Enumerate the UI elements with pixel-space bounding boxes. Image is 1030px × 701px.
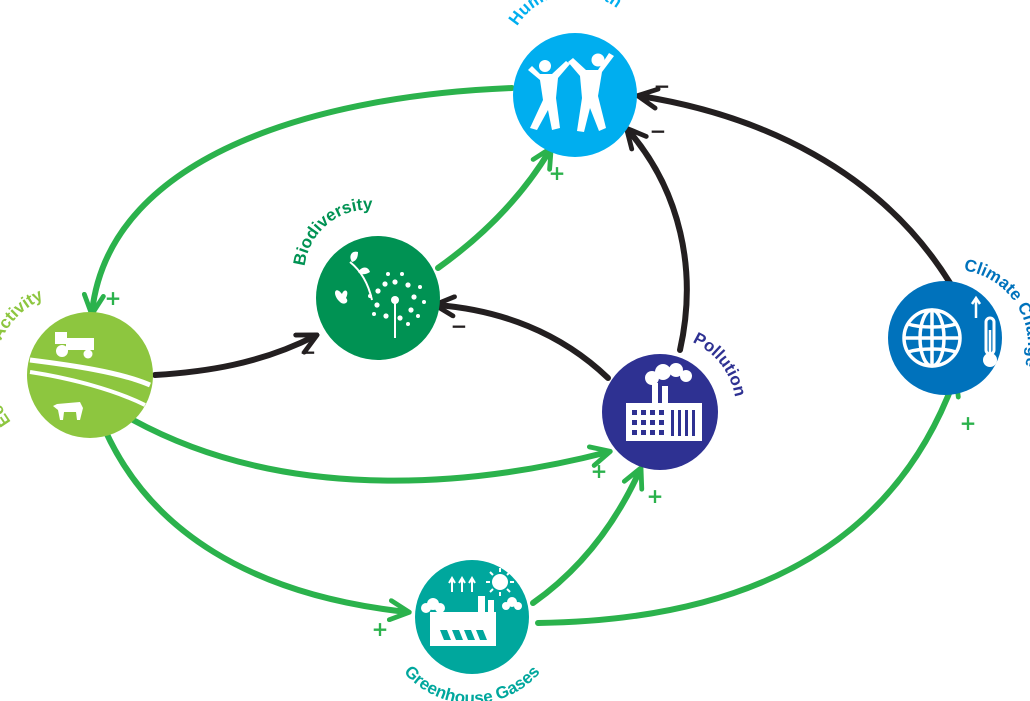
- butterfly-dandelion-icon: [335, 251, 426, 338]
- node-greenhouse-gases: Greenhouse Gases: [401, 560, 543, 701]
- link-signs: + − + − − − + + + +: [105, 74, 977, 641]
- svg-text:Human Health: Human Health: [505, 0, 626, 29]
- arrow-economic-activity-to-pollution: [130, 417, 613, 484]
- node-economic-activity: Economic Activity: [0, 285, 153, 438]
- sign-climate-change-to-human-health: −: [654, 74, 671, 98]
- sign-human-health-to-economic-activity: +: [105, 286, 122, 310]
- node-climate-change: Climate Change: [888, 256, 1030, 395]
- sign-biodiversity-to-human-health: +: [549, 161, 566, 185]
- factory-smoke-icon: [626, 363, 702, 441]
- sign-economic-activity-to-greenhouse-gases: +: [372, 617, 389, 641]
- arrow-greenhouse-gases-to-climate-change: [535, 373, 961, 626]
- arrow-economic-activity-to-biodiversity: [152, 332, 320, 378]
- node-pollution: Pollution: [602, 329, 750, 470]
- arrow-pollution-to-human-health: [624, 125, 690, 353]
- globe-thermometer-icon: [902, 295, 997, 368]
- arrow-greenhouse-gases-to-pollution: [530, 465, 645, 606]
- links: [81, 85, 961, 626]
- sign-economic-activity-to-biodiversity: −: [300, 340, 317, 364]
- sign-greenhouse-gases-to-climate-change: +: [960, 411, 977, 435]
- arrow-pollution-to-biodiversity: [432, 294, 611, 381]
- arrow-human-health-to-economic-activity: [81, 85, 515, 317]
- sign-greenhouse-gases-to-pollution: +: [647, 484, 664, 508]
- node-human-health: Human Health: [505, 0, 637, 157]
- factory-sun-icon: [421, 568, 522, 646]
- arrow-economic-activity-to-greenhouse-gases: [102, 427, 412, 623]
- tractor-cow-icon: [29, 332, 151, 420]
- arrow-climate-change-to-human-health: [635, 86, 953, 286]
- people-jumping-icon: [528, 53, 614, 132]
- sign-pollution-to-biodiversity: −: [451, 314, 468, 338]
- arrow-biodiversity-to-human-health: [435, 145, 554, 271]
- sign-economic-activity-to-pollution: +: [591, 459, 608, 483]
- human-health-label: Human Health: [505, 0, 626, 29]
- sign-pollution-to-human-health: −: [650, 119, 667, 143]
